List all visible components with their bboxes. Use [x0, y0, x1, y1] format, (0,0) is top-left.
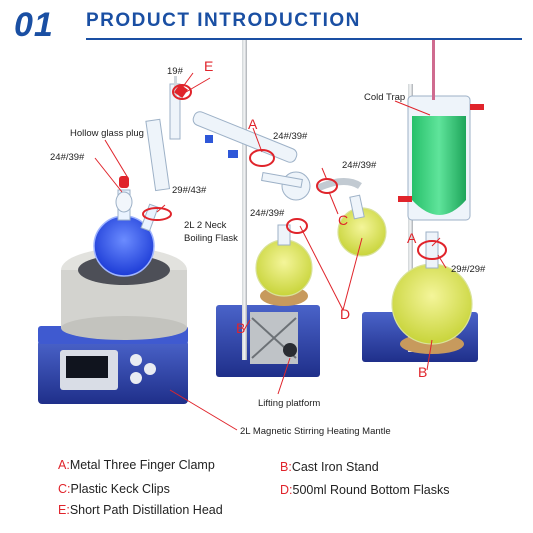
heating-mantle — [38, 248, 188, 404]
label-flask-line2: Boiling Flask — [184, 233, 238, 244]
legend-e-text: Short Path Distillation Head — [69, 503, 223, 517]
legend-a: A:Metal Three Finger Clamp — [58, 458, 215, 472]
label-29-43: 29#/43# — [172, 185, 207, 196]
label-hollow-glass-plug: Hollow glass plug — [70, 128, 144, 139]
legend-e: E:Short Path Distillation Head — [58, 503, 223, 517]
callout-b-center: B — [236, 320, 246, 336]
callout-d: D — [340, 306, 351, 322]
legend-d-key: D: — [280, 483, 293, 497]
callout-c: C — [338, 212, 349, 228]
legend-c-key: C: — [58, 482, 71, 496]
legend-a-key: A: — [58, 458, 70, 472]
label-24-39-right: 24#/39# — [342, 160, 377, 171]
legend-a-text: Metal Three Finger Clamp — [69, 458, 215, 472]
callout-a-top: A — [248, 116, 258, 132]
legend-b-text: Cast Iron Stand — [291, 460, 379, 474]
callout-b-right: B — [418, 364, 428, 380]
legend-e-key: E: — [58, 503, 70, 517]
label-24-39-top: 24#/39# — [273, 131, 308, 142]
legend-d: D:500ml Round Bottom Flasks — [280, 483, 450, 497]
legend-b: B:Cast Iron Stand — [280, 460, 379, 474]
legend-c-text: Plastic Keck Clips — [70, 482, 170, 496]
page-title: PRODUCT INTRODUCTION — [86, 10, 361, 31]
label-cold-trap: Cold Trap — [364, 92, 406, 103]
label-24-39-left: 24#/39# — [50, 152, 85, 163]
callout-e: E — [204, 58, 214, 74]
title-underline — [86, 38, 522, 40]
label-heating-mantle: 2L Magnetic Stirring Heating Mantle — [240, 426, 391, 437]
section-number: 01 — [14, 6, 54, 44]
legend-d-text: 500ml Round Bottom Flasks — [292, 483, 450, 497]
label-29-29: 29#/29# — [451, 264, 486, 275]
label-19-joint: 19# — [167, 66, 183, 77]
legend-c: C:Plastic Keck Clips — [58, 482, 170, 496]
label-lifting-platform: Lifting platform — [258, 398, 321, 409]
label-24-39-mid: 24#/39# — [250, 208, 285, 219]
callout-a-right: A — [407, 230, 417, 246]
legend-b-key: B: — [280, 460, 292, 474]
label-flask-line1: 2L 2 Neck — [184, 220, 227, 231]
